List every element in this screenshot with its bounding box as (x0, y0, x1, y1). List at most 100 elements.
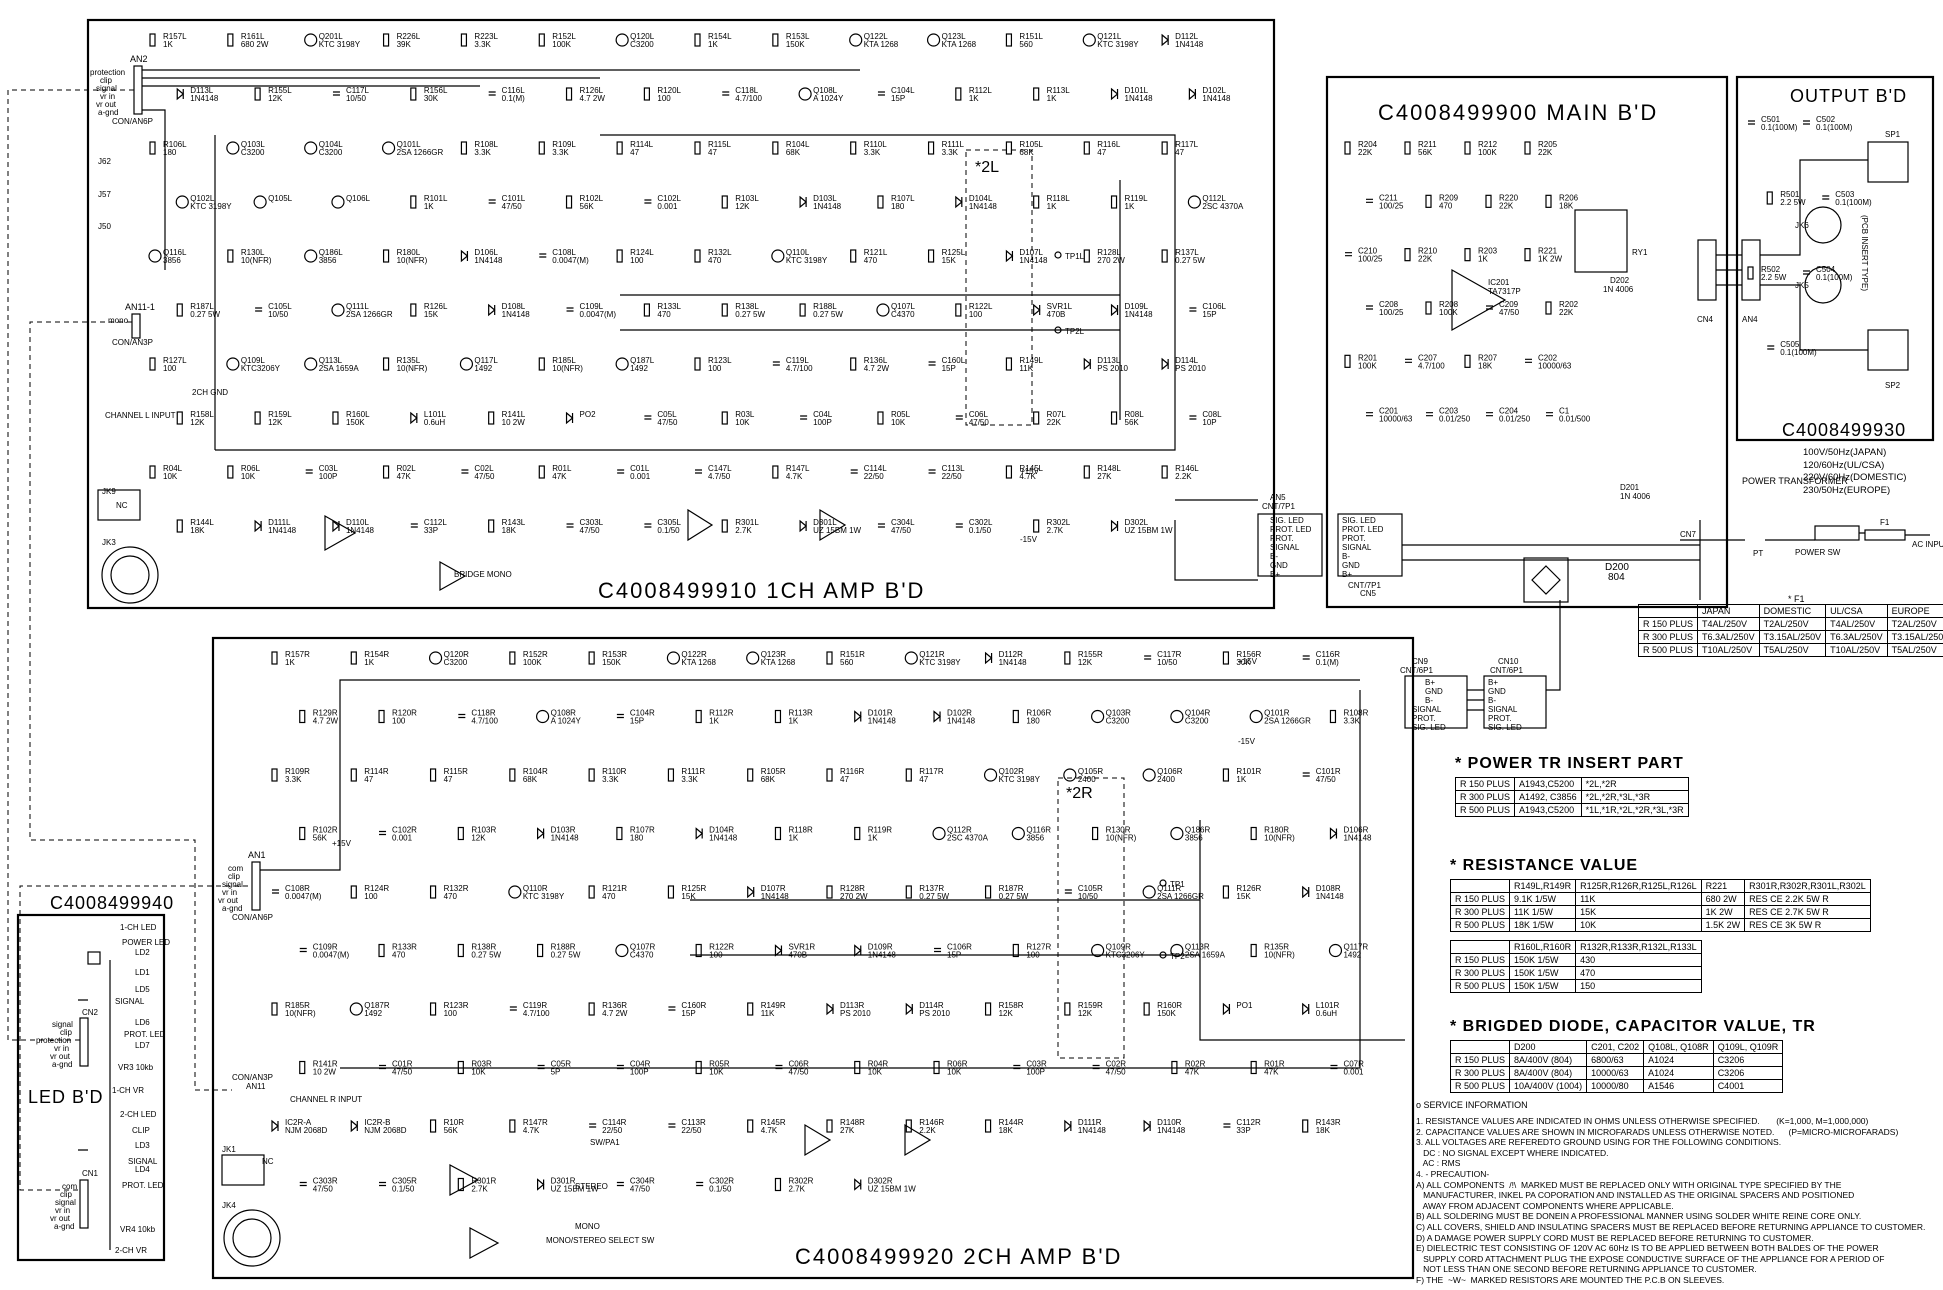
component-value: KTA 1268 (761, 658, 796, 667)
component-symbol (1033, 411, 1040, 425)
comp-main-c1: C10.01/500 (1546, 407, 1591, 424)
component-ref: D103L (813, 194, 837, 203)
bridge-cell: 8A/400V (804) (1509, 1053, 1588, 1067)
component-ref: C03L (319, 464, 339, 473)
component-value: 15K (942, 256, 957, 265)
component-ref: Q107R (630, 943, 656, 952)
component-symbol (429, 885, 437, 899)
component-value: 1N4148 (190, 94, 219, 103)
fuse-table-cell: T5AL/250V (1758, 643, 1827, 657)
component-value: 1K (285, 658, 295, 667)
component-symbol (722, 91, 730, 96)
component-symbol (379, 1181, 387, 1187)
component-ref: C116L (502, 86, 526, 95)
component-ref: R101L (424, 194, 448, 203)
component-value: 33P (424, 526, 438, 535)
component-value: 100 (163, 364, 177, 373)
component-symbol (984, 885, 992, 899)
component-ref: C147L (708, 464, 732, 473)
component-symbol (331, 303, 345, 317)
vr-1ch-label: 1-CH VR (112, 1086, 144, 1095)
component-symbol (379, 830, 387, 836)
component-value: 47 (630, 148, 639, 157)
led-signal-1ch: SIGNAL (115, 997, 145, 1006)
component-value: 22K (1418, 255, 1433, 264)
led-clip-2ch: CLIP (132, 1126, 150, 1135)
component-ref: Q102L (190, 194, 215, 203)
component-symbol (589, 1123, 597, 1128)
component-symbol (1302, 1119, 1309, 1133)
power-tr-cell: *2L,*2R,*3L,*3R (1580, 790, 1689, 804)
component-value: 12K (268, 94, 283, 103)
resistance2-cell: 470 (1575, 966, 1702, 980)
board-1ch-outline (86, 18, 1276, 610)
bridge-mono-label: BRIDGE MONO (454, 570, 512, 579)
component-value: 180 (1026, 717, 1040, 726)
component-ref: R185R (285, 1001, 310, 1010)
component-symbol (955, 195, 963, 209)
component-value: UZ 15BM 1W (551, 1185, 599, 1194)
component-value: 1N4148 (868, 951, 897, 960)
component-ref: R104R (523, 767, 548, 776)
component-ref: R202 (1559, 300, 1579, 309)
component-value: 4.7 2W (864, 364, 890, 373)
component-ref: R188L (813, 302, 837, 311)
component-ref: D108L (502, 302, 526, 311)
component-symbol (1012, 943, 1019, 958)
ic2l-a-opamp (439, 560, 467, 592)
component-value: 15P (891, 94, 905, 103)
power-switch[interactable] (1814, 525, 1860, 541)
component-symbol (149, 141, 156, 155)
component-symbol (1033, 519, 1040, 533)
component-ref: C105R (1078, 884, 1103, 893)
component-ref: C114R (602, 1118, 627, 1127)
component-symbol (694, 357, 701, 371)
component-value: 1K (424, 202, 434, 211)
component-ref: R302L (1047, 518, 1071, 527)
component-value: 2SA 1266GR (397, 148, 444, 157)
component-value: A 1024Y (551, 717, 582, 726)
component-value: KTC3206Y (1106, 951, 1146, 960)
component-value: 0.1/50 (709, 1185, 732, 1194)
component-value: 10000/63 (1538, 361, 1572, 370)
component-ref: C304R (630, 1177, 655, 1186)
component-ref: R125R (681, 884, 706, 893)
component-ref: R102L (580, 194, 604, 203)
component-ref: R154R (364, 650, 389, 659)
component-value: 100K (1478, 148, 1497, 157)
component-symbol (695, 827, 704, 840)
component-value: 3856 (1026, 834, 1044, 843)
component-symbol (350, 1119, 359, 1133)
service-note-line: SUPPLY CORD ATTACHMENT PLUG THE EXPOSE C… (1416, 1253, 1885, 1264)
cn5-pin-5: B- (1342, 552, 1350, 561)
component-symbol (1005, 357, 1013, 371)
component-symbol (644, 199, 652, 204)
component-symbol (176, 411, 183, 425)
component-symbol (1524, 141, 1531, 155)
component-ref: C304L (891, 518, 915, 527)
component-symbol (1344, 141, 1351, 155)
component-symbol (382, 465, 390, 479)
component-ref: C104L (891, 86, 915, 95)
component-value: 47/50 (474, 472, 495, 481)
component-ref: Q110R (523, 884, 548, 893)
fuse-table-cell: T2AL/250V (1758, 617, 1827, 631)
